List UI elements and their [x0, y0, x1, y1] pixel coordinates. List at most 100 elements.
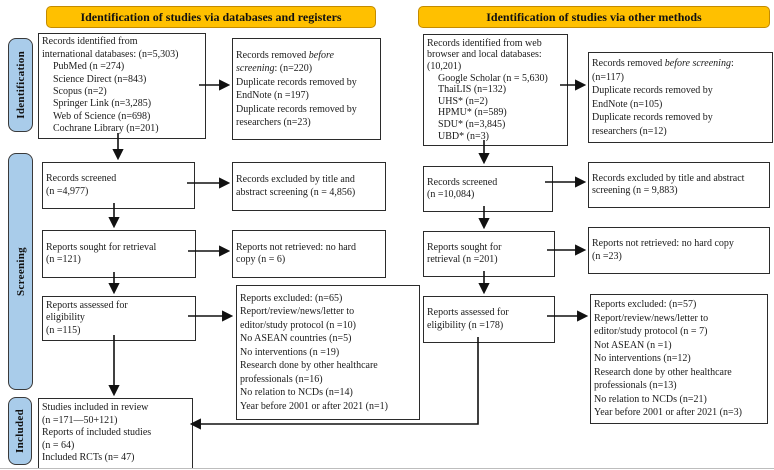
text-segment: editor/study protocol (n = 7): [594, 326, 708, 338]
stage-badge-included: Included: [8, 397, 32, 465]
text-line: researchers (n=23): [236, 116, 377, 130]
text-line: retrieval (n =201): [427, 254, 551, 266]
text-segment: Reports not retrieved: no hard copy: [592, 238, 734, 250]
text-segment: Reports not retrieved: no hard: [236, 241, 356, 253]
text-line: screening: (n=220): [236, 62, 377, 76]
text-line: Reports of included studies: [42, 427, 189, 439]
text-segment: Duplicate records removed by: [236, 103, 357, 115]
text-line: Reports sought for retrieval: [46, 242, 192, 254]
text-line: Records screened: [46, 173, 191, 185]
text-segment: professionals (n=16): [240, 373, 323, 385]
text-segment: :: [730, 58, 734, 69]
text-line: Reports not retrieved: no hard: [236, 242, 382, 254]
text-line: ThaiLIS (n=132): [427, 84, 564, 96]
box-other-records-screened: Records screened(n =10,084): [423, 166, 553, 212]
text-segment: Google Scholar (n = 5,630): [438, 72, 548, 84]
box-other-reports-excluded: Reports excluded: (n=57)Report/review/ne…: [590, 294, 768, 424]
text-line: Science Direct (n=843): [42, 74, 202, 86]
text-segment: No ASEAN countries (n=5): [240, 333, 352, 345]
header-databases-registers: Identification of studies via databases …: [46, 6, 376, 28]
text-line: No interventions (n =19): [240, 346, 416, 360]
text-line: Duplicate records removed by: [236, 103, 377, 117]
text-line: browser and local databases:: [427, 49, 564, 61]
text-line: Duplicate records removed by: [236, 76, 377, 90]
text-line: eligibility: [46, 312, 192, 324]
text-line: (n =115): [46, 325, 192, 337]
text-segment: UHS* (n=2): [438, 95, 488, 107]
text-line: Report/review/news/letter to: [240, 305, 416, 319]
text-segment: Year before 2001 or after 2021 (n=1): [240, 400, 388, 412]
stage-label-screening: Screening: [14, 247, 27, 296]
text-segment: Duplicate records removed by: [236, 76, 357, 88]
text-line: Report/review/news/letter to: [594, 312, 764, 326]
text-segment: Reports sought for: [427, 241, 502, 253]
text-segment: retrieval (n =201): [427, 254, 498, 265]
text-line: (n =10,084): [427, 189, 549, 201]
italic-text-segment: before: [308, 49, 334, 61]
text-line: international databases: (n=5,303): [42, 49, 202, 61]
text-segment: abstract screening (n = 4,856): [236, 186, 356, 198]
text-segment: researchers (n=12): [592, 125, 667, 137]
text-segment: ThaiLIS (n=132): [438, 84, 507, 96]
text-line: (n=117): [592, 71, 769, 85]
text-segment: Records excluded by title and: [236, 174, 355, 186]
text-line: Records screened: [427, 177, 549, 189]
text-line: eligibility (n =178): [427, 320, 551, 332]
text-line: abstract screening (n = 4,856): [236, 187, 382, 199]
text-segment: Web of Science (n=698): [53, 110, 151, 122]
text-segment: Records removed: [592, 58, 665, 69]
box-db-records-screened: Records screened(n =4,977): [42, 162, 195, 209]
text-segment: No relation to NCDs (n=14): [240, 387, 353, 399]
text-segment: (10,201): [427, 61, 462, 73]
text-segment: professionals (n=13): [594, 380, 677, 392]
text-line: (n = 64): [42, 440, 189, 452]
stage-label-identification: Identification: [14, 51, 27, 119]
stage-label-included: Included: [14, 409, 26, 453]
text-line: (n =4,977): [46, 186, 191, 198]
text-line: Records removed before: [236, 49, 377, 63]
italic-text-segment: before screening: [664, 58, 731, 69]
text-segment: eligibility: [46, 312, 85, 324]
text-segment: No relation to NCDs (n=21): [594, 393, 707, 405]
text-line: (n =121): [46, 254, 192, 266]
text-line: Records excluded by title and abstract: [592, 173, 766, 185]
text-segment: (n=117): [592, 71, 624, 83]
text-line: HPMU* (n=589): [427, 107, 564, 119]
text-segment: Records identified from web: [427, 37, 542, 49]
header-other-methods: Identification of studies via other meth…: [418, 6, 770, 28]
text-line: Records identified from web: [427, 38, 564, 50]
text-segment: researchers (n=23): [236, 117, 311, 128]
text-segment: Year before 2001 or after 2021 (n=3): [594, 407, 742, 419]
text-segment: (n =10,084): [427, 189, 475, 200]
text-line: Studies included in review: [42, 402, 189, 414]
text-segment: copy (n = 6): [236, 254, 286, 265]
text-segment: Report/review/news/letter to: [240, 306, 355, 318]
text-line: Included RCTs (n= 47): [42, 452, 189, 464]
text-segment: Records identified from: [42, 36, 138, 48]
text-segment: SDU* (n=3,845): [438, 118, 506, 130]
text-segment: Not ASEAN (n =1): [594, 339, 672, 351]
text-segment: Records screened: [46, 173, 117, 185]
text-line: Year before 2001 or after 2021 (n=1): [240, 400, 416, 414]
text-segment: (n = 64): [42, 439, 75, 451]
text-segment: editor/study protocol (n =10): [240, 319, 356, 331]
text-segment: (n =121): [46, 254, 81, 265]
text-line: Research done by other healthcare: [240, 359, 416, 373]
text-segment: Research done by other healthcare: [240, 360, 378, 372]
text-segment: Studies included in review: [42, 402, 149, 414]
text-line: PubMed (n =274): [42, 61, 202, 73]
text-segment: Research done by other healthcare: [594, 366, 732, 378]
text-line: EndNote (n =197): [236, 89, 377, 103]
text-line: Not ASEAN (n =1): [594, 339, 764, 353]
text-line: Duplicate records removed by: [592, 111, 769, 125]
text-segment: browser and local databases:: [427, 49, 542, 61]
text-line: UHS* (n=2): [427, 96, 564, 108]
text-line: Reports assessed for: [46, 300, 192, 312]
